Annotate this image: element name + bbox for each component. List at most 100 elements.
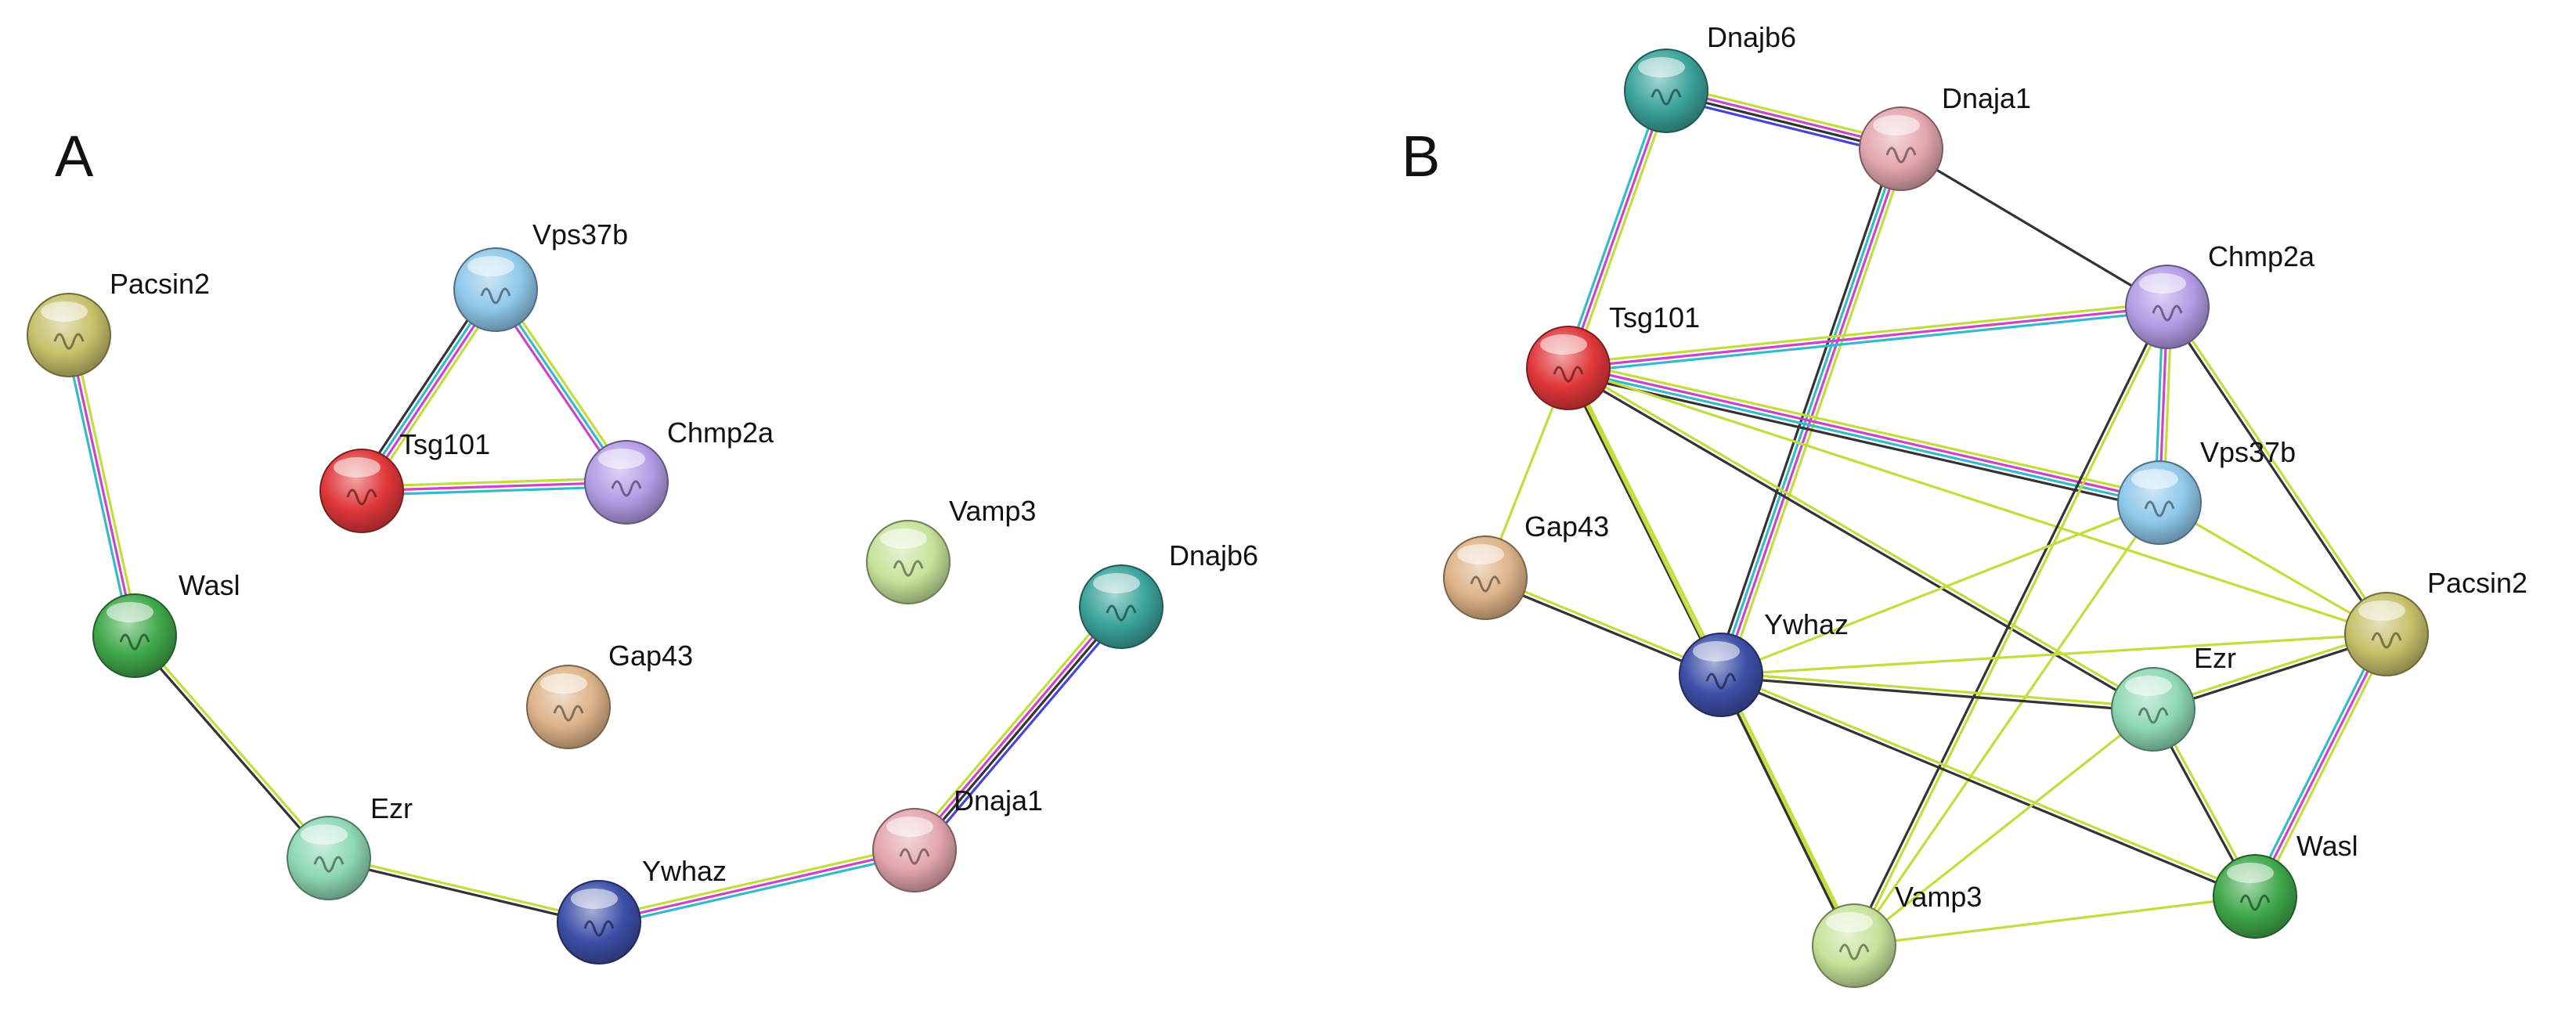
panel-a-edges	[63, 285, 1127, 928]
node-highlight	[1826, 912, 1873, 932]
edge-strand-experiments	[1567, 90, 1668, 369]
edge-gap43-ywhaz	[1484, 574, 1723, 679]
node-label-ywhaz: Ywhaz	[1764, 608, 1849, 640]
edge-dnaja1-ywhaz	[1713, 146, 1909, 678]
edge-vps37b-pacsin2	[2159, 501, 2387, 636]
node-ezr[interactable]: Ezr	[287, 792, 413, 900]
edge-strand-text-mining	[361, 476, 626, 489]
protein-structure-icon	[553, 705, 584, 722]
edge-strand-text-mining	[1720, 633, 2387, 676]
node-gap43[interactable]: Gap43	[1443, 510, 1609, 620]
node-label-vps37b: Vps37b	[532, 218, 628, 251]
edge-strand-text-mining	[2159, 501, 2387, 636]
edge-strand-databases	[1717, 147, 1900, 675]
node-ezr[interactable]: Ezr	[2111, 642, 2236, 752]
edge-strand-text-mining	[1720, 501, 2160, 676]
edge-strand-co-expression	[1720, 676, 2153, 713]
node-dnaja1[interactable]: Dnaja1	[1859, 82, 2031, 191]
node-label-chmp2a: Chmp2a	[2208, 240, 2315, 272]
node-wasl[interactable]: Wasl	[2213, 830, 2358, 939]
edge-strand-databases	[2249, 631, 2384, 896]
node-highlight	[886, 817, 933, 837]
protein-structure-icon	[53, 333, 85, 350]
edge-strand-co-expression	[327, 859, 599, 926]
node-highlight	[598, 449, 645, 469]
node-pacsin2[interactable]: Pacsin2	[27, 268, 210, 377]
panel-b-label: B	[1402, 124, 1440, 189]
edge-strand-text-mining	[1721, 671, 2257, 896]
protein-structure-icon	[1470, 575, 1501, 593]
node-pacsin2[interactable]: Pacsin2	[2344, 567, 2527, 676]
edge-strand-text-mining	[1853, 895, 2256, 947]
node-vamp3[interactable]: Vamp3	[1812, 881, 1982, 988]
protein-structure-icon	[1838, 943, 1870, 961]
node-chmp2a[interactable]: Chmp2a	[2125, 240, 2315, 349]
node-tsg101[interactable]: Tsg101	[319, 428, 490, 533]
protein-structure-icon	[1106, 604, 1137, 622]
node-label-pacsin2: Pacsin2	[2427, 567, 2527, 599]
edge-ywhaz-pacsin2	[1720, 633, 2387, 676]
edge-dnaja1-chmp2a	[1900, 147, 2168, 308]
protein-structure-icon	[2152, 305, 2183, 322]
node-label-ywhaz: Ywhaz	[642, 855, 727, 887]
edge-strand-text-mining	[1571, 92, 1672, 370]
node-label-tsg101: Tsg101	[1609, 301, 1700, 334]
node-dnajb6[interactable]: Dnajb6	[1624, 21, 1796, 133]
node-vps37b[interactable]: Vps37b	[453, 218, 628, 332]
node-highlight	[2358, 600, 2405, 621]
node-label-gap43: Gap43	[608, 640, 693, 672]
protein-structure-icon	[346, 489, 377, 506]
node-highlight	[2131, 469, 2178, 489]
edge-strand-databases	[599, 853, 916, 928]
edge-strand-co-expression	[1565, 368, 1720, 676]
node-dnajb6[interactable]: Dnajb6	[1079, 539, 1258, 649]
node-label-gap43: Gap43	[1524, 510, 1609, 543]
edge-strand-experiments	[598, 849, 915, 924]
node-label-dnajb6: Dnajb6	[1707, 21, 1796, 53]
edge-strand-co-expression	[1566, 373, 2159, 510]
edge-tsg101-vps37b	[1566, 360, 2162, 510]
node-dnaja1[interactable]: Dnaja1	[872, 784, 1043, 892]
protein-structure-icon	[2138, 707, 2169, 724]
node-label-dnaja1: Dnaja1	[1942, 82, 2031, 114]
protein-structure-icon	[583, 920, 615, 937]
edge-tsg101-pacsin2	[1568, 366, 2387, 636]
edge-ezr-vamp3	[1853, 708, 2154, 947]
node-highlight	[467, 256, 514, 276]
edge-strand-text-mining	[1485, 574, 1723, 674]
edge-strand-text-mining	[2167, 305, 2390, 634]
node-gap43[interactable]: Gap43	[526, 640, 693, 749]
node-ywhaz[interactable]: Ywhaz	[1679, 608, 1849, 717]
node-highlight	[1540, 334, 1587, 355]
node-highlight	[540, 673, 587, 694]
node-vamp3[interactable]: Vamp3	[866, 495, 1036, 604]
protein-structure-icon	[2239, 894, 2271, 911]
edge-strand-experiments	[911, 604, 1121, 850]
edge-vps37b-vamp3	[1853, 502, 2161, 946]
node-label-vamp3: Vamp3	[949, 495, 1036, 527]
protein-structure-icon	[1705, 672, 1737, 690]
node-highlight	[2227, 863, 2274, 883]
edge-strand-text-mining	[1568, 366, 2387, 636]
edge-strand-text-mining	[908, 601, 1117, 847]
node-highlight	[1873, 115, 1920, 135]
node-highlight	[1093, 573, 1140, 593]
edge-strand-experiments	[1568, 305, 2168, 370]
edge-ezr-ywhaz	[327, 854, 601, 926]
node-ywhaz[interactable]: Ywhaz	[557, 855, 727, 965]
node-tsg101[interactable]: Tsg101	[1526, 301, 1700, 410]
node-highlight	[1457, 544, 1504, 564]
node-label-vamp3: Vamp3	[1895, 881, 1982, 913]
node-wasl[interactable]: Wasl	[92, 569, 240, 678]
protein-structure-icon	[119, 633, 150, 651]
node-vps37b[interactable]: Vps37b	[2117, 436, 2296, 545]
edge-strand-co-expression	[2164, 307, 2387, 636]
edge-wasl-vamp3	[1853, 895, 2256, 947]
panel-b-nodes: Dnajb6Dnaja1Chmp2aTsg101Vps37bGap43Pacsi…	[1443, 21, 2527, 988]
node-label-tsg101: Tsg101	[399, 428, 490, 460]
edge-strand-text-mining	[71, 334, 140, 636]
edge-strand-experiments	[67, 334, 136, 636]
node-chmp2a[interactable]: Chmp2a	[584, 416, 774, 525]
